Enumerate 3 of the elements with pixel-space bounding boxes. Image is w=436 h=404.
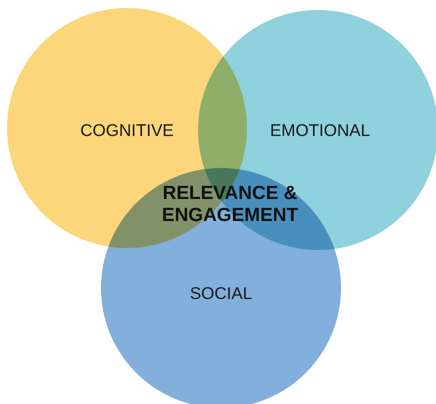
circle-label: COGNITIVE xyxy=(80,121,174,141)
circle-label: SOCIAL xyxy=(190,284,252,304)
circle-label: EMOTIONAL xyxy=(270,121,370,141)
